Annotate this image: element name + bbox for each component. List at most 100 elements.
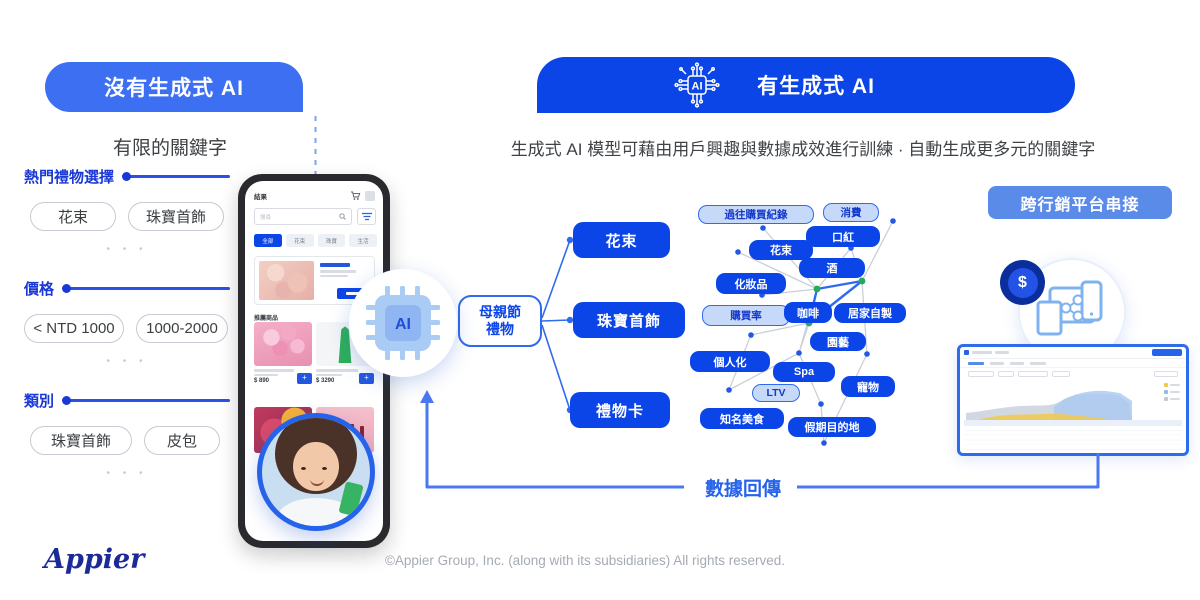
chip-bag[interactable]: 皮包 [144, 426, 220, 455]
chip-under-ntd1000[interactable]: < NTD 1000 [24, 314, 124, 343]
mindmap-connectors [541, 236, 574, 414]
network-node-homemade: 居家自製 [834, 303, 906, 323]
ai-icon-label: AI [692, 81, 703, 93]
filter-group-price: 價格 < NTD 1000 1000-2000 • • • [24, 278, 230, 367]
data-feedback-label: 數據回傳 [704, 479, 781, 500]
tab-bouquet[interactable]: 花束 [285, 234, 314, 247]
dot-line-decoration [62, 396, 230, 404]
profile-avatar-placeholder[interactable] [365, 191, 375, 201]
add-to-cart-button[interactable]: + [359, 373, 374, 384]
ai-chip-icon: AI [366, 286, 440, 360]
mindmap-child-bouquet: 花束 [573, 222, 670, 258]
phone-header-title: 結果 [254, 194, 267, 201]
mindmap-root-line1: 母親節 [479, 304, 521, 321]
network-node-pets: 寵物 [841, 376, 895, 397]
product-image-flowers [254, 322, 312, 366]
filter-group-label: 類別 [24, 393, 55, 410]
filter-lines-icon [361, 212, 372, 221]
dashboard-filter-chips [960, 368, 1186, 379]
filter-group-header: 熱門禮物選擇 [24, 166, 230, 187]
chip-jewelry[interactable]: 珠寶首飾 [128, 202, 224, 231]
chip-jewelry-2[interactable]: 珠寶首飾 [30, 426, 132, 455]
dashboard-primary-button [1152, 349, 1182, 356]
table-rows [964, 426, 1182, 450]
chips-row: < NTD 1000 1000-2000 [24, 314, 230, 343]
dot-line-decoration [62, 284, 230, 292]
product-card-flowers[interactable]: $ 890 + [254, 322, 312, 384]
keyword-mindmap: 母親節 禮物 花束 珠寶首飾 禮物卡 [440, 190, 700, 450]
network-node-purchase-history: 過往購買紀錄 [698, 205, 814, 224]
tab-life[interactable]: 生活 [349, 234, 377, 247]
avatar-eye [322, 466, 328, 470]
network-node-vacation-destination: 假期目的地 [788, 417, 876, 437]
filter-button[interactable] [357, 208, 376, 225]
dashboard-logo-mark [964, 350, 969, 355]
copyright-text: ©Appier Group, Inc. (along with its subs… [384, 553, 786, 568]
chart-legend [1164, 383, 1180, 401]
dashboard-navbar [960, 347, 1186, 359]
avatar-smile [309, 478, 324, 487]
network-node-personalized: 個人化 [690, 351, 770, 372]
user-photo [262, 418, 370, 526]
mindmap-root-line2: 禮物 [486, 321, 514, 337]
dashboard-data-table [964, 420, 1182, 450]
network-node-wine: 酒 [799, 258, 865, 278]
cross-platform-banner: 跨行銷平台串接 [988, 186, 1172, 219]
devices-icon [1036, 280, 1103, 336]
chip-1000-2000[interactable]: 1000-2000 [136, 314, 228, 343]
promo-banner-text [320, 261, 370, 300]
ellipsis-dots: • • • [106, 244, 148, 255]
ai-chip-circle: AI [349, 269, 457, 377]
no-genai-banner: 沒有生成式 AI [45, 62, 303, 112]
network-node-ltv: LTV [752, 384, 800, 402]
genai-description: 生成式 AI 模型可藉由用戶興趣與數據成效進行訓練 · 自動生成更多元的關鍵字 [510, 140, 1096, 159]
with-genai-banner-title: 有生成式 AI [757, 75, 875, 98]
tab-all[interactable]: 全部 [254, 234, 282, 247]
filter-group-label: 熱門禮物選擇 [24, 169, 115, 186]
add-to-cart-button[interactable]: + [297, 373, 312, 384]
limited-keywords-subtitle: 有限的關鍵字 [112, 138, 227, 159]
network-node-cosmetics: 化妝品 [716, 273, 786, 294]
phone-mockup: 結果 搜尋 [238, 174, 390, 548]
dashboard-area-chart [966, 380, 1180, 422]
chips-row: 珠寶首飾 皮包 [30, 426, 230, 455]
filter-group-header: 價格 [24, 278, 230, 299]
network-node-spa: Spa [773, 362, 835, 382]
network-node-coffee: 咖啡 [784, 302, 832, 323]
mindmap-child-jewelry: 珠寶首飾 [573, 302, 685, 338]
ellipsis-dots: • • • [106, 468, 148, 479]
no-genai-banner-title: 沒有生成式 AI [104, 77, 244, 100]
mindmap-child-giftcard: 禮物卡 [570, 392, 670, 428]
analytics-dashboard-thumbnail [957, 344, 1189, 456]
network-node-purchase-rate: 購買率 [702, 305, 790, 326]
product-price: $ 3290 [316, 378, 335, 384]
network-node-gardening: 園藝 [810, 332, 866, 351]
appier-logo: Appier [44, 544, 145, 575]
with-genai-banner: AI 有生成式 AI [537, 57, 1075, 113]
search-icon [339, 213, 346, 220]
product-price: $ 890 [254, 378, 270, 384]
search-input[interactable]: 搜尋 [254, 208, 352, 225]
dollar-sign: $ [1007, 267, 1038, 298]
promo-buy-button[interactable] [337, 288, 369, 299]
avatar-eye [300, 466, 306, 470]
keyword-network-graph: 過往購買紀錄 消費 口紅 花束 酒 化妝品 購買率 咖啡 居家自製 園藝 個人化… [685, 195, 913, 450]
network-node-bouquet: 花束 [749, 240, 813, 260]
mindmap-root: 母親節 禮物 [458, 295, 542, 347]
filter-group-header: 類別 [24, 390, 230, 411]
filter-group-gift-choice: 熱門禮物選擇 花束 珠寶首飾 • • • [24, 166, 230, 255]
dot-line-decoration [122, 172, 230, 180]
ai-circuit-icon: AI [674, 62, 720, 108]
network-node-lipstick: 口紅 [806, 226, 880, 247]
phone-app-header: 結果 [254, 190, 375, 202]
network-node-famous-food: 知名美食 [700, 408, 784, 429]
tab-jewelry[interactable]: 珠寶 [317, 234, 346, 247]
cart-icon[interactable] [350, 191, 361, 201]
svg-text:AI: AI [395, 316, 411, 333]
promo-banner-card[interactable] [254, 256, 375, 305]
user-avatar-circle [257, 413, 375, 531]
search-placeholder: 搜尋 [260, 214, 272, 221]
chip-bouquet[interactable]: 花束 [30, 202, 116, 231]
ellipsis-dots: • • • [106, 356, 148, 367]
